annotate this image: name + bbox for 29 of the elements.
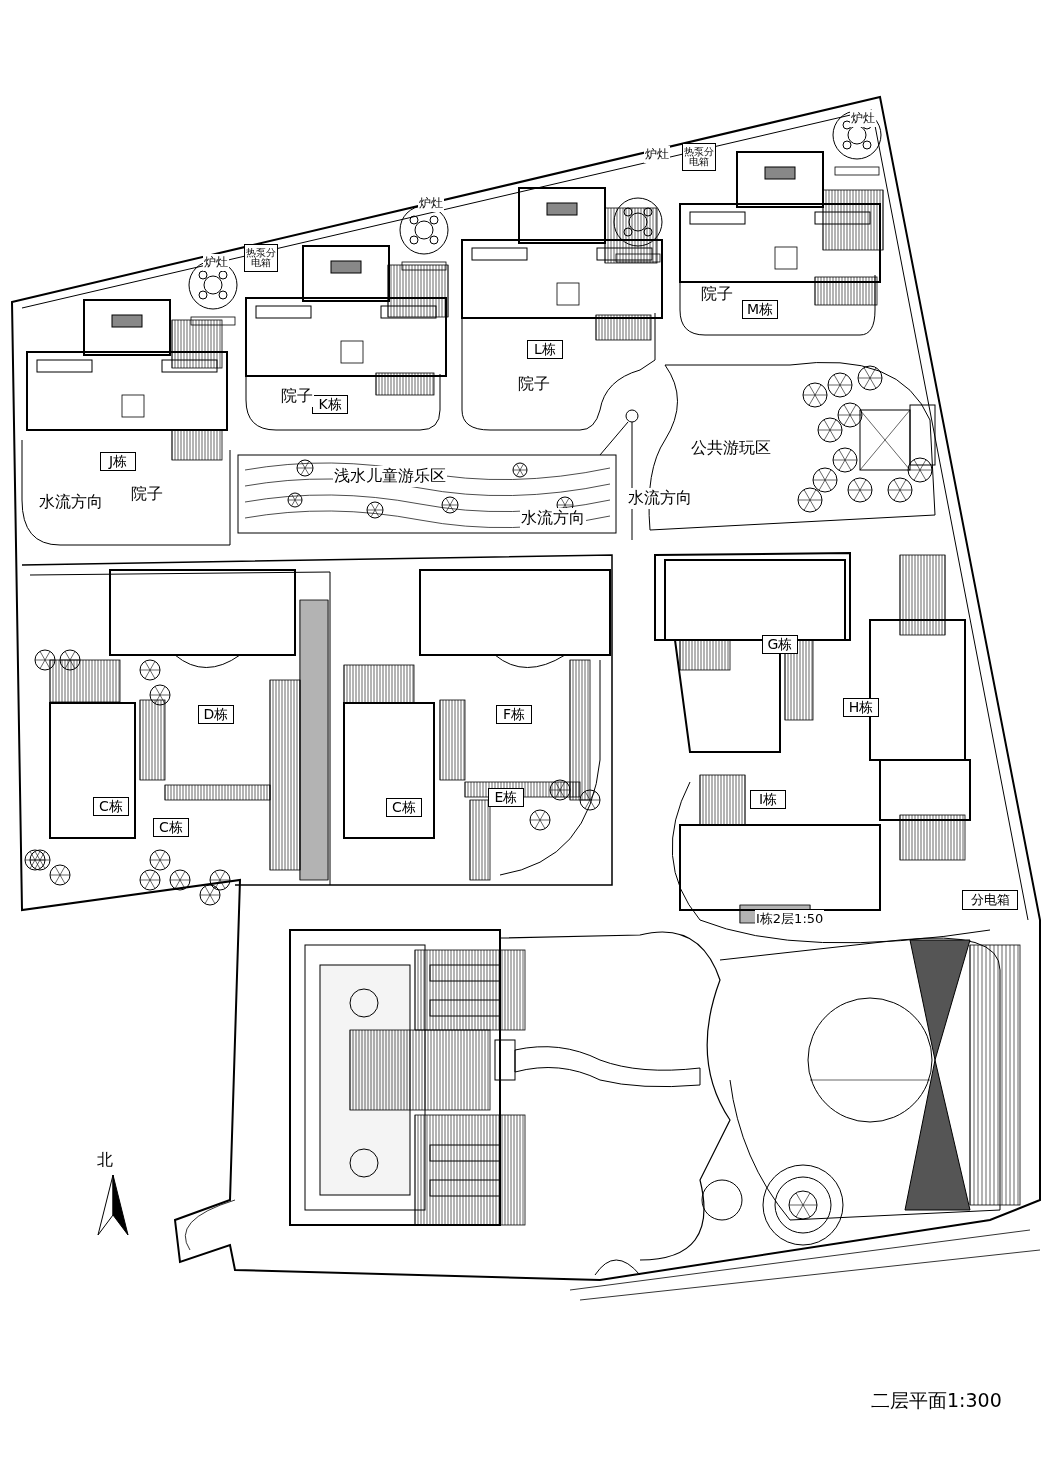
building-tag: E栋 [488,788,524,807]
stove-label: 炉灶 [644,146,670,163]
flow-direction-label: 水流方向 [627,488,693,509]
equipment-tag: 热泵分电箱 [682,143,716,171]
flow-direction-label: 水流方向 [520,508,586,529]
building-tag: M栋 [742,300,778,319]
building-tag: G栋 [762,635,798,654]
building-tag: F栋 [496,705,532,724]
building-tag: J栋 [100,452,136,471]
scale-note: I栋2层1:50 [755,910,825,928]
building-tag: K栋 [312,395,348,414]
stove-label: 炉灶 [850,110,876,127]
area-label: 公共游玩区 [690,438,772,459]
building-tag: C栋 [153,818,189,837]
area-label: 浅水儿童游乐区 [333,466,447,487]
building-tag: I栋 [750,790,786,809]
building-tag: H栋 [843,698,879,717]
yard-label: 院子 [280,386,314,407]
yard-label: 院子 [130,484,164,505]
yard-label: 院子 [517,374,551,395]
equipment-tag: 热泵分电箱 [244,244,278,272]
building-tag: D栋 [198,705,234,724]
stove-label: 炉灶 [418,195,444,212]
building-tag: C栋 [386,798,422,817]
stove-label: 炉灶 [203,254,229,271]
yard-label: 院子 [700,284,734,305]
equipment-tag: 分电箱 [962,890,1018,910]
building-tag: L栋 [527,340,563,359]
building-tag: C栋 [93,797,129,816]
